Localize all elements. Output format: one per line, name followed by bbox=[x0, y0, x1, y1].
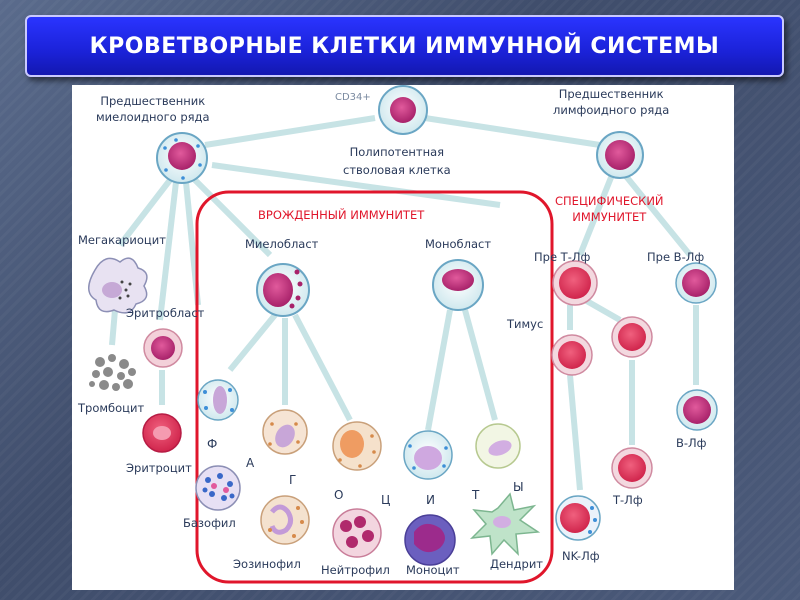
letter-t: Т bbox=[472, 488, 480, 502]
erythrocyte-label: Эритроцит bbox=[126, 461, 192, 475]
myeloid-precursor-label: Предшественник миелоидного ряда bbox=[96, 94, 210, 124]
arrow-myeloid-myeloblast bbox=[192, 177, 273, 258]
pre-b-lymphocyte-cell bbox=[675, 262, 717, 304]
megakaryocyte-cell bbox=[88, 257, 148, 314]
basophil-cell bbox=[195, 465, 241, 511]
neutrophil-precursor-cell bbox=[332, 421, 382, 471]
lymphoid-precursor-cell bbox=[596, 131, 644, 179]
lymphoid-precursor-label: Предшественник лимфоидного ряда bbox=[553, 87, 670, 117]
innate-immunity-label: ВРОЖДЕННЫЙ ИММУНИТЕТ bbox=[258, 208, 425, 222]
arrow-myeloid-mega bbox=[117, 178, 173, 247]
dendritic-cell bbox=[469, 492, 541, 557]
pre-t-lymphocyte-cell bbox=[552, 260, 598, 306]
monoblast-label: Монобласт bbox=[425, 237, 492, 251]
myeloid-precursor-cell bbox=[156, 132, 208, 184]
erythroblast-label: Эритробласт bbox=[126, 306, 205, 320]
monocyte-label: Моноцит bbox=[406, 563, 460, 577]
arrow-mb-neut bbox=[292, 313, 353, 422]
letter-y: Ы bbox=[513, 480, 524, 494]
erythroblast-cell bbox=[143, 328, 183, 368]
arrow-stem-lymphoid bbox=[424, 115, 601, 148]
pre-b-label: Пре В-Лф bbox=[647, 250, 705, 264]
arrow-myeloid-erythro bbox=[157, 181, 179, 321]
erythrocyte-cell bbox=[142, 413, 182, 453]
letter-f: Ф bbox=[207, 437, 218, 451]
arrows bbox=[109, 115, 699, 491]
arrow-mono-dend bbox=[462, 309, 498, 421]
cd34-label: CD34+ bbox=[335, 92, 371, 103]
title-banner: КРОВЕТВОРНЫЕ КЛЕТКИ ИММУННОЙ СИСТЕМЫ bbox=[25, 15, 784, 77]
arrow-pret-nk-b bbox=[567, 374, 583, 491]
stem-cell-label: Полипотентная стволовая клетка bbox=[343, 145, 451, 177]
basophil-precursor-cell bbox=[197, 379, 239, 421]
thymus-lymphocyte-cell-1 bbox=[611, 316, 653, 358]
megakaryocyte-label: Мегакариоцит bbox=[78, 233, 166, 247]
pre-t-label: Пре Т-Лф bbox=[534, 250, 591, 264]
monocyte-precursor-cell bbox=[403, 430, 453, 480]
t-lymphocyte-cell bbox=[611, 447, 653, 489]
letter-g: Г bbox=[289, 473, 297, 487]
dendritic-label: Дендрит bbox=[490, 557, 544, 571]
dendritic-precursor-cell bbox=[475, 423, 521, 469]
t-lymphocyte-label: Т-Лф bbox=[613, 493, 643, 507]
myeloblast-label: Миелобласт bbox=[245, 237, 319, 251]
basophil-label: Базофил bbox=[183, 516, 236, 530]
nk-lymphocyte-cell bbox=[555, 495, 601, 541]
arrow-mega-thrombo bbox=[109, 309, 118, 346]
letter-i: И bbox=[426, 493, 435, 507]
arrow-mb-baso bbox=[227, 313, 278, 372]
monocyte-cell bbox=[404, 514, 456, 566]
arrow-myeloid-right bbox=[211, 162, 501, 208]
page-title: КРОВЕТВОРНЫЕ КЛЕТКИ ИММУННОЙ СИСТЕМЫ bbox=[89, 33, 720, 59]
nk-lymphocyte-label: NK-Лф bbox=[562, 549, 600, 563]
arrow-stem-myeloid bbox=[204, 115, 376, 148]
monoblast-cell bbox=[432, 259, 484, 311]
thymus-label: Тимус bbox=[507, 317, 544, 331]
thrombocyte-label: Тромбоцит bbox=[78, 401, 145, 415]
b-lymphocyte-label: В-Лф bbox=[676, 436, 707, 450]
specific-immunity-label: СПЕЦИФИЧЕСКИЙ ИММУНИТЕТ bbox=[555, 194, 664, 224]
arrow-pret-t1 bbox=[583, 297, 622, 323]
letter-a: А bbox=[246, 456, 255, 470]
thrombocytes bbox=[89, 354, 136, 391]
eosinophil-cell bbox=[260, 495, 310, 545]
myeloblast-cell bbox=[256, 263, 310, 317]
thymus-lymphocyte-cell-2 bbox=[551, 334, 593, 376]
eosinophil-label: Эозинофил bbox=[233, 557, 301, 571]
arrow-lymph-preb bbox=[622, 173, 693, 257]
arrow-lymph-pret bbox=[577, 173, 615, 257]
letter-o: О bbox=[334, 488, 344, 502]
innate-immunity-frame bbox=[195, 190, 554, 584]
stem-cell bbox=[378, 85, 428, 135]
b-lymphocyte-cell bbox=[676, 389, 718, 431]
letter-ts: Ц bbox=[381, 493, 391, 507]
neutrophil-cell bbox=[332, 508, 382, 558]
arrow-mono-mono bbox=[425, 309, 453, 431]
eosinophil-precursor-cell bbox=[262, 409, 308, 455]
neutrophil-label: Нейтрофил bbox=[321, 563, 390, 577]
